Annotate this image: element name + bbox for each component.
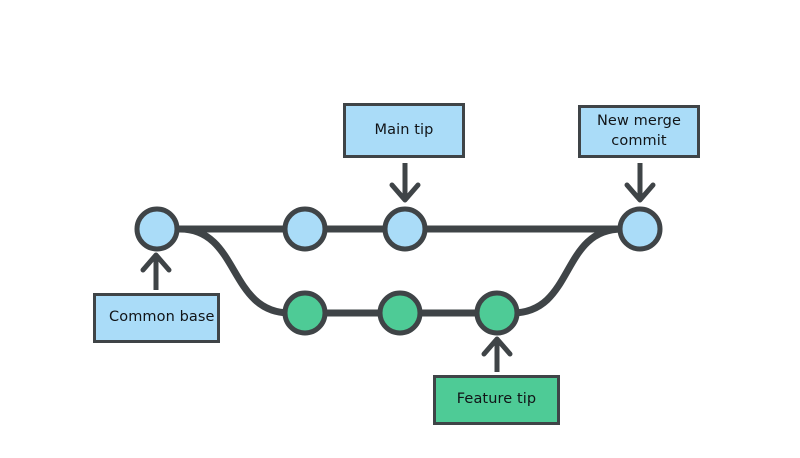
node-feature-commit-1[interactable] [282, 290, 328, 336]
node-main-commit-2[interactable] [382, 206, 428, 252]
arrow-to-feature-tip-icon [481, 336, 513, 372]
edge-merge-in-curve [508, 225, 626, 317]
label-common-base[interactable]: Common base [93, 293, 220, 343]
label-main-tip[interactable]: Main tip [343, 103, 465, 158]
arrow-to-main-tip-icon [389, 163, 421, 203]
node-feature-commit-3[interactable] [474, 290, 520, 336]
label-new-merge-commit[interactable]: New merge commit [578, 105, 700, 158]
arrow-to-merge-commit-icon [624, 163, 656, 203]
edge-branch-out-curve [176, 225, 294, 317]
arrow-to-common-base-icon [140, 252, 172, 290]
node-merge-commit[interactable] [617, 206, 663, 252]
node-feature-commit-2[interactable] [377, 290, 423, 336]
node-main-commit-1[interactable] [282, 206, 328, 252]
node-base-commit[interactable] [134, 206, 180, 252]
label-feature-tip[interactable]: Feature tip [433, 375, 560, 425]
